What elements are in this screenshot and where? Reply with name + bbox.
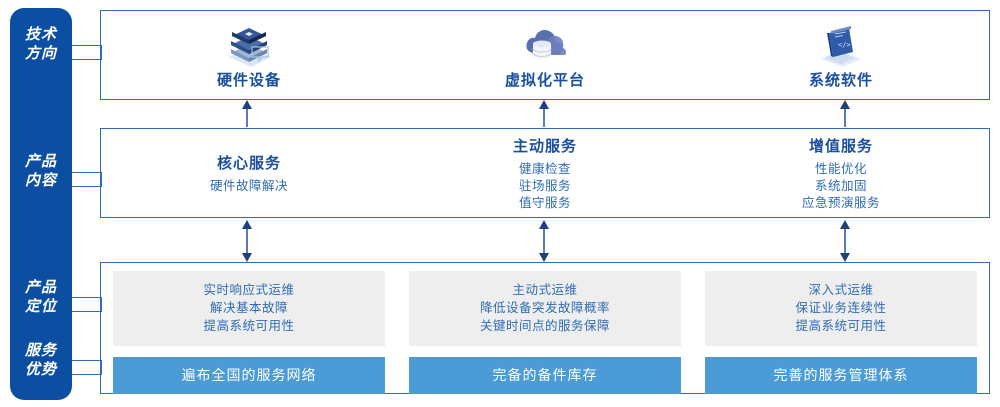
rail-label-service-advantage-line1: 服务 bbox=[24, 342, 57, 359]
svg-text:</>: </> bbox=[838, 41, 851, 49]
content-column-proactive-service[interactable]: 主动服务 健康检查 驻场服务 值守服务 bbox=[397, 129, 693, 217]
server-stack-icon bbox=[221, 23, 277, 67]
panel-tech-direction: 硬件设备 虚拟化平台 bbox=[100, 10, 990, 100]
rail-label-product-positioning-line1: 产品 bbox=[24, 279, 57, 296]
rail-label-product-positioning-line2: 定位 bbox=[24, 298, 57, 315]
positioning-line: 提高系统可用性 bbox=[795, 319, 887, 333]
content-column-value-added-service[interactable]: 增值服务 性能优化 系统加固 应急预演服务 bbox=[693, 129, 989, 217]
tech-title-system-software: 系统软件 bbox=[808, 71, 873, 89]
connector-advantage-bottom bbox=[70, 374, 102, 375]
panel-positioning-advantage: 实时响应式运维 解决基本故障 提高系统可用性 遍布全国的服务网络 主动式运维 降… bbox=[100, 262, 990, 394]
arrow-double-proactive-service bbox=[539, 220, 549, 262]
panel-product-content: 核心服务 硬件故障解决 主动服务 健康检查 驻场服务 值守服务 增值服务 性能优… bbox=[100, 128, 990, 218]
bottom-column-proactive[interactable]: 主动式运维 降低设备突发故障概率 关键时间点的服务保障 完备的备件库存 bbox=[397, 263, 693, 394]
positioning-box-indepth: 深入式运维 保证业务连续性 提高系统可用性 bbox=[705, 271, 977, 346]
tech-column-system-software[interactable]: </> 系统软件 bbox=[693, 11, 989, 99]
arrow-double-core-service bbox=[242, 220, 252, 262]
positioning-box-realtime: 实时响应式运维 解决基本故障 提高系统可用性 bbox=[113, 271, 385, 346]
tech-column-virtualization[interactable]: 虚拟化平台 bbox=[397, 11, 693, 99]
positioning-line: 提高系统可用性 bbox=[203, 319, 295, 333]
positioning-line: 深入式运维 bbox=[808, 283, 874, 297]
content-column-core-service[interactable]: 核心服务 硬件故障解决 bbox=[101, 129, 397, 217]
arrow-double-value-added-service bbox=[840, 220, 850, 262]
tech-title-virtualization: 虚拟化平台 bbox=[504, 71, 585, 89]
bottom-column-indepth[interactable]: 深入式运维 保证业务连续性 提高系统可用性 完善的服务管理体系 bbox=[693, 263, 989, 394]
rail-label-product-positioning: 产品 定位 bbox=[10, 278, 72, 316]
arrow-up-hardware bbox=[242, 100, 252, 127]
rail-label-product-content-line1: 产品 bbox=[24, 153, 57, 170]
positioning-line: 实时响应式运维 bbox=[203, 283, 295, 297]
connector-tech-joint bbox=[101, 45, 102, 60]
rail-label-product-content-line2: 内容 bbox=[24, 172, 57, 189]
advantage-bar-management-system[interactable]: 完善的服务管理体系 bbox=[705, 357, 977, 394]
content-title-value-added-service: 增值服务 bbox=[808, 137, 873, 155]
cloud-database-icon bbox=[517, 23, 573, 67]
connector-advantage-top bbox=[70, 360, 102, 361]
content-item: 值守服务 bbox=[518, 195, 571, 210]
tech-column-hardware[interactable]: 硬件设备 bbox=[101, 11, 397, 99]
positioning-line: 关键时间点的服务保障 bbox=[479, 319, 610, 333]
rail-label-product-content: 产品 内容 bbox=[10, 152, 72, 190]
connector-content-top bbox=[70, 172, 102, 173]
content-item: 健康检查 bbox=[518, 161, 571, 176]
rail-label-service-advantage-line2: 优势 bbox=[24, 361, 57, 378]
content-item: 硬件故障解决 bbox=[209, 178, 288, 193]
connector-tech-top bbox=[70, 45, 102, 46]
category-rail bbox=[10, 8, 72, 400]
connector-content-joint bbox=[101, 172, 102, 187]
content-title-core-service: 核心服务 bbox=[216, 154, 281, 172]
rail-label-tech-direction-line1: 技术 bbox=[24, 26, 57, 43]
connector-advantage-joint bbox=[101, 360, 102, 375]
content-item: 系统加固 bbox=[814, 178, 867, 193]
positioning-line: 降低设备突发故障概率 bbox=[479, 301, 610, 315]
content-item: 驻场服务 bbox=[518, 178, 571, 193]
rail-label-service-advantage: 服务 优势 bbox=[10, 341, 72, 379]
bottom-column-realtime[interactable]: 实时响应式运维 解决基本故障 提高系统可用性 遍布全国的服务网络 bbox=[101, 263, 397, 394]
rail-label-tech-direction: 技术 方向 bbox=[10, 25, 72, 63]
arrow-up-system-software bbox=[840, 100, 850, 127]
connector-tech-bottom bbox=[70, 59, 102, 60]
connector-position-bottom bbox=[70, 311, 102, 312]
positioning-box-proactive: 主动式运维 降低设备突发故障概率 关键时间点的服务保障 bbox=[409, 271, 681, 346]
advantage-bar-spare-parts[interactable]: 完备的备件库存 bbox=[409, 357, 681, 394]
laptop-code-icon: </> bbox=[813, 23, 869, 67]
content-item: 应急预演服务 bbox=[801, 195, 880, 210]
connector-content-bottom bbox=[70, 186, 102, 187]
positioning-line: 保证业务连续性 bbox=[795, 301, 887, 315]
rail-label-tech-direction-line2: 方向 bbox=[24, 45, 57, 62]
connector-position-joint bbox=[101, 297, 102, 312]
positioning-line: 解决基本故障 bbox=[209, 301, 288, 315]
content-title-proactive-service: 主动服务 bbox=[512, 137, 577, 155]
advantage-bar-service-network[interactable]: 遍布全国的服务网络 bbox=[113, 357, 385, 394]
connector-position-top bbox=[70, 297, 102, 298]
tech-title-hardware: 硬件设备 bbox=[216, 71, 281, 89]
content-item: 性能优化 bbox=[814, 161, 867, 176]
arrow-up-virtualization bbox=[539, 100, 549, 127]
positioning-line: 主动式运维 bbox=[512, 283, 578, 297]
